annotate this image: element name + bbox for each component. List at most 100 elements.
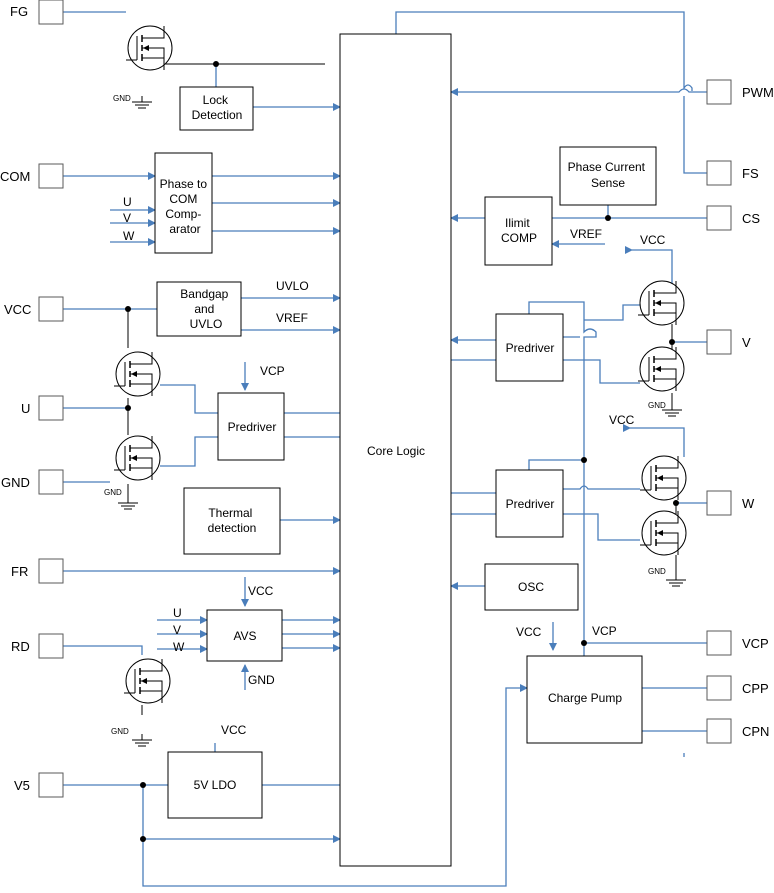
comp-w-label: W — [123, 229, 135, 243]
charge-pump-block — [526, 655, 643, 744]
thermal-detection-block — [183, 487, 281, 555]
mosfet-group — [114, 25, 687, 747]
comp-u-label: U — [123, 195, 132, 209]
left-pins: FG COM VCC U GND FR RD V5 — [0, 0, 64, 798]
ldo-label: 5V LDO — [194, 778, 237, 792]
bandgap-uvlo-block — [156, 281, 242, 337]
pin-fs[interactable] — [706, 160, 732, 186]
core-logic-label: Core Logic — [367, 444, 425, 458]
pin-cpp-label: CPP — [742, 681, 769, 696]
w-high-mosfet — [640, 455, 687, 501]
pin-rd[interactable] — [38, 633, 64, 659]
gnd-small-v: GND — [648, 401, 666, 410]
v-high-mosfet — [638, 280, 685, 326]
pin-vcp-label: VCP — [742, 636, 769, 651]
avs-v-label: V — [173, 623, 181, 637]
vref-label-right: VREF — [570, 227, 602, 241]
pin-cs[interactable] — [706, 205, 732, 231]
pin-fr-label: FR — [11, 564, 28, 579]
phase-comparator-block — [154, 152, 213, 254]
comp-v-label: V — [123, 211, 131, 225]
charge-pump-label: Charge Pump — [548, 691, 622, 705]
pin-cpn-label: CPN — [742, 724, 769, 739]
gnd-symbol-fg — [132, 96, 152, 109]
pin-fg-label: FG — [10, 4, 28, 19]
u-high-mosfet — [114, 351, 161, 397]
pin-v-label: V — [742, 335, 751, 350]
lock-detection-label: Lock Detection — [192, 93, 243, 122]
pin-fg[interactable] — [38, 0, 64, 25]
predriver-left-label: Predriver — [228, 420, 277, 434]
u-low-mosfet — [114, 435, 161, 481]
vcc-v-label: VCC — [640, 233, 666, 247]
gnd-small-u: GND — [104, 488, 122, 497]
predriver-w-label: Predriver — [506, 497, 555, 511]
avs-gnd-label: GND — [248, 673, 275, 687]
gnd-small-rd: GND — [111, 727, 129, 736]
charge-pump-vcc-label: VCC — [516, 625, 542, 639]
pin-u-label: U — [21, 401, 30, 416]
ldo-vcc-label: VCC — [221, 723, 247, 737]
right-pins: PWM FS CS V W VCP CPP CPN — [706, 79, 774, 744]
vcc-w-label: VCC — [609, 413, 635, 427]
charge-pump-vcp-label: VCP — [592, 624, 617, 638]
ilimit-comp-label: Ilimit COMP — [501, 216, 537, 245]
thermal-detection-label: Thermal detection — [208, 506, 257, 535]
pin-w[interactable] — [706, 490, 732, 516]
pin-u[interactable] — [38, 395, 64, 421]
pin-vcc-label: VCC — [4, 302, 31, 317]
avs-vcc-label: VCC — [248, 584, 274, 598]
pin-v5[interactable] — [38, 772, 64, 798]
osc-label: OSC — [518, 580, 544, 594]
pin-gnd[interactable] — [38, 469, 64, 495]
vcp-label-left: VCP — [260, 364, 285, 378]
ldo-block — [167, 751, 263, 819]
v-low-mosfet — [638, 346, 685, 392]
pin-v[interactable] — [706, 329, 732, 355]
pin-gnd-label: GND — [1, 475, 30, 490]
wires — [63, 11, 707, 887]
gnd-symbol-u — [118, 497, 138, 510]
gnd-symbol-w — [666, 574, 686, 587]
gnd-symbol-v — [662, 404, 682, 417]
bandgap-uvlo-label: Bandgap and UVLO — [180, 287, 231, 331]
gnd-symbol-rd — [132, 734, 152, 747]
pin-w-label: W — [742, 496, 755, 511]
ilimit-comp-block — [484, 196, 553, 266]
core-logic-block — [339, 33, 452, 867]
pin-v5-label: V5 — [14, 778, 30, 793]
phase-current-sense-label: Phase Current Sense — [568, 160, 649, 190]
gnd-small-w: GND — [648, 567, 666, 576]
pin-com-label: COM — [0, 169, 30, 184]
lock-detection-block — [179, 86, 254, 131]
avs-label: AVS — [233, 629, 256, 643]
pin-rd-label: RD — [11, 639, 30, 654]
pin-vcc[interactable] — [38, 296, 64, 322]
pin-fr[interactable] — [38, 558, 64, 584]
pin-cs-label: CS — [742, 211, 760, 226]
pin-cpn[interactable] — [706, 718, 732, 744]
osc-block — [484, 563, 579, 611]
pin-cpp[interactable] — [706, 675, 732, 701]
predriver-v-label: Predriver — [506, 341, 555, 355]
predriver-left-block — [217, 392, 285, 461]
pin-pwm[interactable] — [706, 79, 732, 105]
pin-pwm-label: PWM — [742, 85, 774, 100]
predriver-w-block — [495, 469, 564, 538]
uvlo-label: UVLO — [276, 279, 309, 293]
rd-mosfet — [124, 658, 171, 704]
gnd-small-fg: GND — [113, 94, 131, 103]
phase-current-sense-block — [559, 146, 657, 206]
pin-com[interactable] — [38, 163, 64, 189]
avs-w-label: W — [173, 640, 185, 654]
avs-u-label: U — [173, 606, 182, 620]
fg-mosfet — [126, 25, 173, 71]
predriver-v-block — [495, 313, 564, 382]
phase-comparator-label: Phase to COM Comp- arator — [160, 177, 211, 236]
junction-dots — [125, 61, 679, 842]
pin-fs-label: FS — [742, 166, 759, 181]
pin-vcp[interactable] — [706, 630, 732, 656]
w-low-mosfet — [640, 510, 687, 556]
avs-block — [206, 609, 283, 662]
